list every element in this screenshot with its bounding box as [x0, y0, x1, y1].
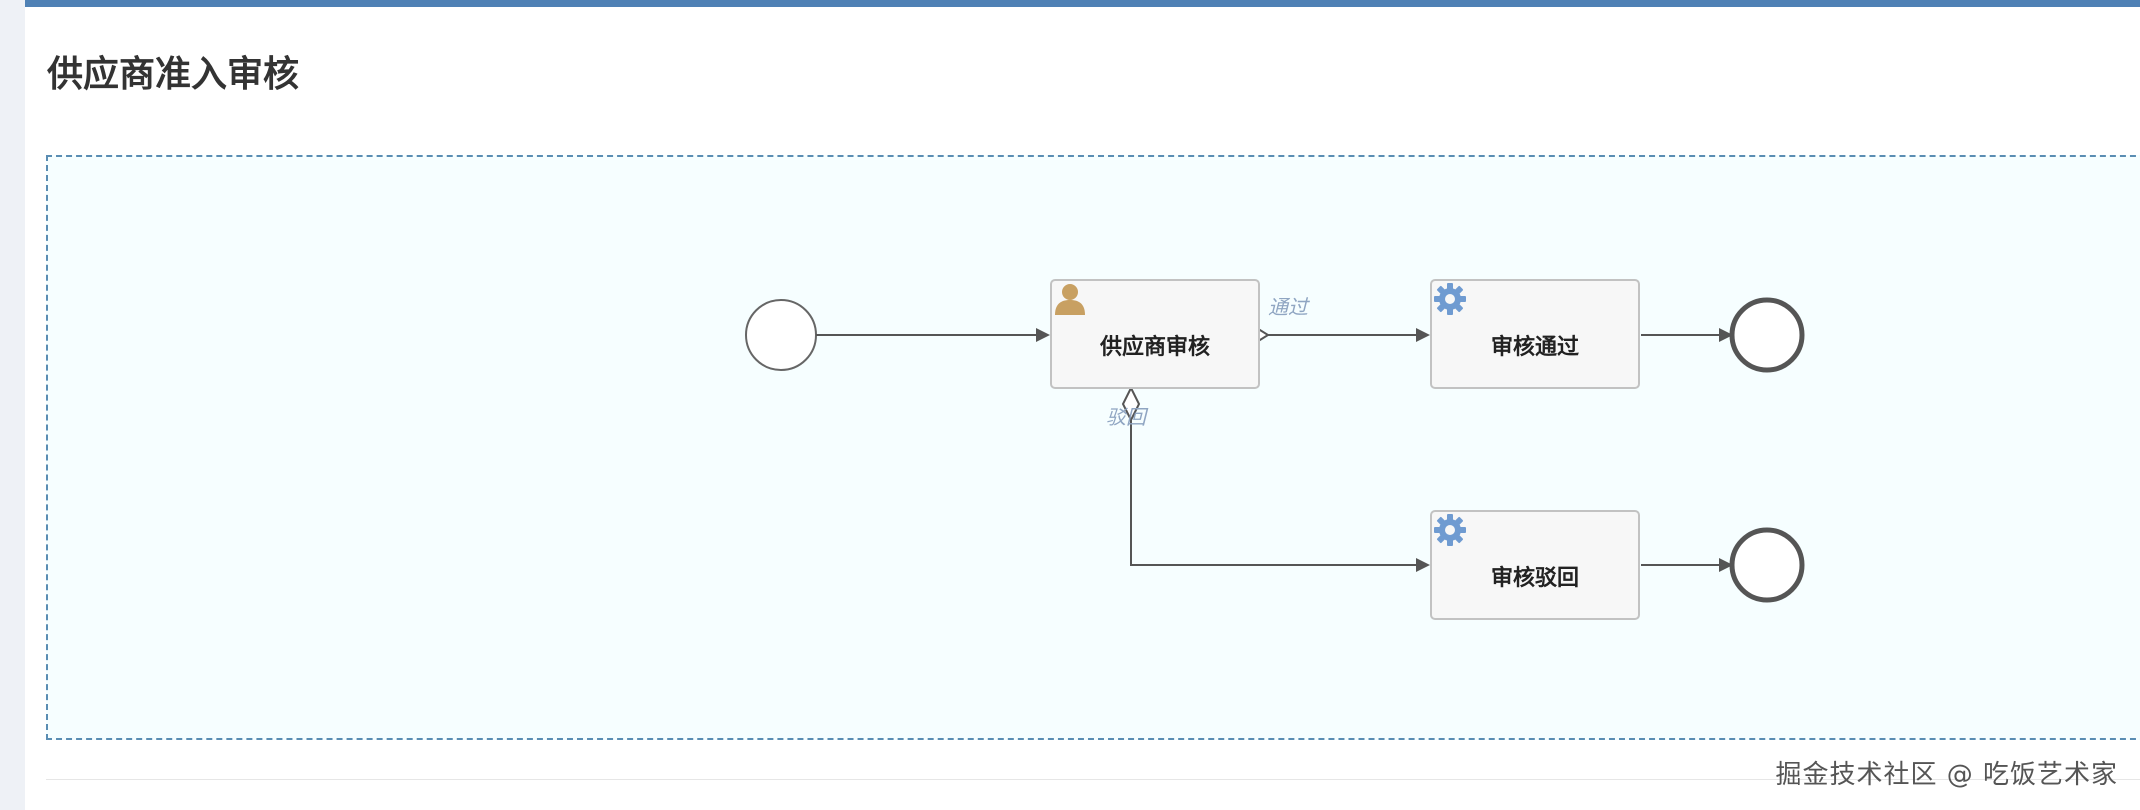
end-event-rejected[interactable]	[1729, 527, 1805, 603]
task-label: 供应商审核	[1099, 335, 1210, 360]
service-task-gear-icon	[1434, 283, 1466, 315]
process-card: 供应商准入审核	[25, 0, 2140, 810]
task-supplier-review[interactable]: 供应商审核	[1050, 279, 1260, 389]
diagram-connectors	[745, 297, 1805, 603]
task-label: 审核通过	[1490, 335, 1579, 360]
flow-label-approve: 通过	[1268, 295, 1308, 319]
flow-label-reject: 驳回	[1106, 405, 1146, 429]
watermark: 掘金技术社区 @ 吃饭艺术家	[1775, 760, 2118, 790]
sequence-flow-reject[interactable]	[1130, 420, 1430, 572]
start-event[interactable]	[745, 299, 817, 371]
service-task-gear-icon	[1434, 514, 1466, 546]
user-task-icon	[1055, 284, 1085, 315]
task-review-rejected[interactable]: 审核驳回	[1430, 510, 1640, 620]
task-review-approved[interactable]: 审核通过	[1430, 279, 1640, 389]
process-diagram-canvas: 供应商审核 审核通过	[46, 155, 2140, 740]
task-label: 审核驳回	[1490, 566, 1579, 591]
divider	[46, 779, 2140, 780]
page-title: 供应商准入审核	[47, 54, 300, 95]
end-event-approved[interactable]	[1729, 297, 1805, 373]
